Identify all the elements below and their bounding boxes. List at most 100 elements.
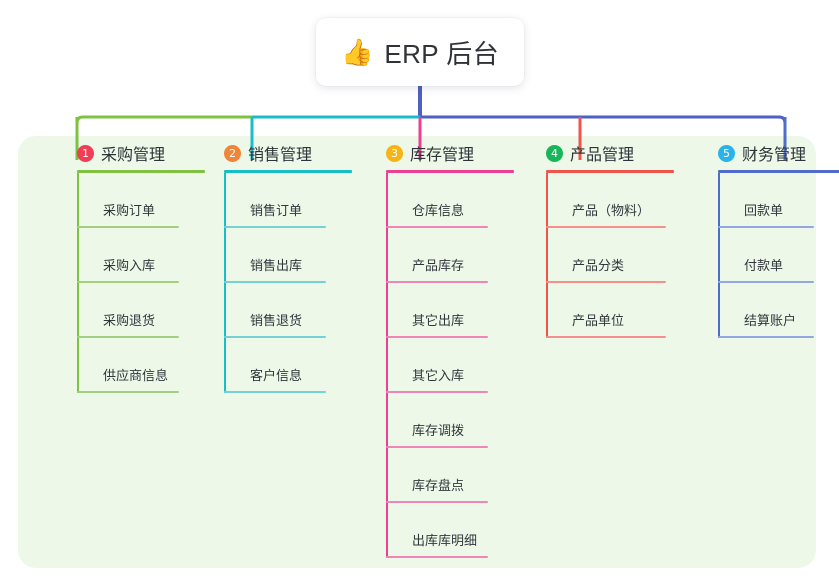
branch-header-rule-3 — [386, 170, 514, 173]
branch-badge-3: 3 — [386, 144, 403, 162]
branch-column-5: 5 财务管理回款单付款单结算账户 — [700, 136, 839, 338]
leaf-item-label: 产品单位 — [572, 313, 625, 328]
diagram-panel — [18, 136, 816, 568]
leaf-item[interactable]: 付款单 — [718, 228, 839, 283]
branch-spine-2 — [224, 173, 226, 393]
root-title: ERP 后台 — [384, 38, 499, 69]
leaf-item-label: 库存盘点 — [412, 478, 465, 493]
leaf-item-label: 采购退货 — [103, 313, 156, 328]
branch-column-1: 1 采购管理采购订单采购入库采购退货供应商信息 — [59, 136, 219, 393]
branch-header-rule-1 — [77, 170, 205, 173]
leaf-item-rule — [718, 226, 814, 228]
leaf-item-rule — [546, 336, 666, 338]
branch-title-4: 产品管理 — [570, 147, 635, 164]
branch-badge-5: 5 — [718, 144, 735, 162]
leaf-item-rule — [386, 391, 488, 393]
leaf-item-label: 产品分类 — [572, 258, 625, 273]
leaf-item-label: 仓库信息 — [412, 203, 465, 218]
leaf-item[interactable]: 产品（物料） — [546, 173, 688, 228]
branch-header-1[interactable]: 1 采购管理 — [59, 136, 219, 170]
leaf-item-rule — [386, 446, 488, 448]
leaf-item[interactable]: 供应商信息 — [77, 338, 219, 393]
leaf-item-label: 销售订单 — [250, 203, 303, 218]
branch-header-4[interactable]: 4 产品管理 — [528, 136, 688, 170]
leaf-item-label: 产品（物料） — [572, 203, 651, 218]
leaf-item-label: 销售出库 — [250, 258, 303, 273]
branch-title-5: 财务管理 — [742, 147, 807, 164]
branch-header-2[interactable]: 2 销售管理 — [206, 136, 366, 170]
leaf-item-label: 其它入库 — [412, 368, 465, 383]
leaf-item-rule — [386, 556, 488, 558]
leaf-item[interactable]: 仓库信息 — [386, 173, 528, 228]
leaf-item-rule — [386, 226, 488, 228]
leaf-item-rule — [224, 281, 326, 283]
leaf-item-rule — [386, 281, 488, 283]
leaf-item[interactable]: 其它出库 — [386, 283, 528, 338]
leaf-item[interactable]: 回款单 — [718, 173, 839, 228]
branch-badge-4: 4 — [546, 144, 563, 162]
leaf-item-label: 客户信息 — [250, 368, 303, 383]
leaf-item[interactable]: 库存盘点 — [386, 448, 528, 503]
branch-badge-1: 1 — [77, 144, 94, 162]
leaf-item-rule — [386, 501, 488, 503]
leaf-item-rule — [77, 226, 179, 228]
leaf-item-rule — [386, 336, 488, 338]
leaf-item[interactable]: 采购退货 — [77, 283, 219, 338]
leaf-item-rule — [546, 226, 666, 228]
leaf-item-label: 出库库明细 — [412, 533, 478, 548]
leaf-item-label: 采购入库 — [103, 258, 156, 273]
leaf-item[interactable]: 客户信息 — [224, 338, 366, 393]
leaf-item-rule — [546, 281, 666, 283]
branch-items-2: 销售订单销售出库销售退货客户信息 — [224, 173, 366, 393]
leaf-item-label: 采购订单 — [103, 203, 156, 218]
branch-columns: 1 采购管理采购订单采购入库采购退货供应商信息 2 销售管理销售订单销售出库销售退货客… — [18, 136, 839, 568]
branch-badge-2: 2 — [224, 144, 241, 162]
branch-spine-4 — [546, 173, 548, 338]
branch-title-3: 库存管理 — [410, 147, 475, 164]
branch-header-rule-2 — [224, 170, 352, 173]
leaf-item[interactable]: 采购订单 — [77, 173, 219, 228]
branch-header-rule-5 — [718, 170, 839, 173]
branch-column-4: 4 产品管理产品（物料） 产品分类产品单位 — [528, 136, 688, 338]
root-node[interactable]: 👍 ERP 后台 — [316, 18, 524, 86]
leaf-item[interactable]: 销售订单 — [224, 173, 366, 228]
branch-header-5[interactable]: 5 财务管理 — [700, 136, 839, 170]
branch-title-2: 销售管理 — [248, 147, 313, 164]
leaf-item[interactable]: 销售退货 — [224, 283, 366, 338]
leaf-item-label: 其它出库 — [412, 313, 465, 328]
leaf-item[interactable]: 销售出库 — [224, 228, 366, 283]
leaf-item-label: 供应商信息 — [103, 368, 169, 383]
branch-header-rule-4 — [546, 170, 674, 173]
leaf-item-rule — [224, 226, 326, 228]
leaf-item[interactable]: 产品分类 — [546, 228, 688, 283]
leaf-item-rule — [224, 336, 326, 338]
leaf-item-label: 结算账户 — [744, 313, 797, 328]
leaf-item-rule — [77, 391, 179, 393]
branch-title-1: 采购管理 — [101, 147, 166, 164]
leaf-item-label: 销售退货 — [250, 313, 303, 328]
branch-spine-3 — [386, 173, 388, 558]
branch-items-4: 产品（物料） 产品分类产品单位 — [546, 173, 688, 338]
leaf-item-label: 付款单 — [744, 258, 784, 273]
leaf-item[interactable]: 结算账户 — [718, 283, 839, 338]
leaf-item[interactable]: 出库库明细 — [386, 503, 528, 558]
leaf-item-rule — [77, 336, 179, 338]
branch-spine-5 — [718, 173, 720, 338]
leaf-item[interactable]: 库存调拨 — [386, 393, 528, 448]
leaf-item[interactable]: 采购入库 — [77, 228, 219, 283]
leaf-item[interactable]: 产品单位 — [546, 283, 688, 338]
leaf-item-rule — [718, 281, 814, 283]
leaf-item[interactable]: 产品库存 — [386, 228, 528, 283]
leaf-item-rule — [77, 281, 179, 283]
leaf-item-label: 库存调拨 — [412, 423, 465, 438]
branch-column-3: 3 库存管理仓库信息产品库存其它出库其它入库库存调拨库存盘点出库库明细 — [368, 136, 528, 558]
leaf-item-label: 产品库存 — [412, 258, 465, 273]
branch-items-3: 仓库信息产品库存其它出库其它入库库存调拨库存盘点出库库明细 — [386, 173, 528, 558]
leaf-item-rule — [718, 336, 814, 338]
branch-items-1: 采购订单采购入库采购退货供应商信息 — [77, 173, 219, 393]
branch-header-3[interactable]: 3 库存管理 — [368, 136, 528, 170]
branch-column-2: 2 销售管理销售订单销售出库销售退货客户信息 — [206, 136, 366, 393]
branch-items-5: 回款单付款单结算账户 — [718, 173, 839, 338]
leaf-item[interactable]: 其它入库 — [386, 338, 528, 393]
